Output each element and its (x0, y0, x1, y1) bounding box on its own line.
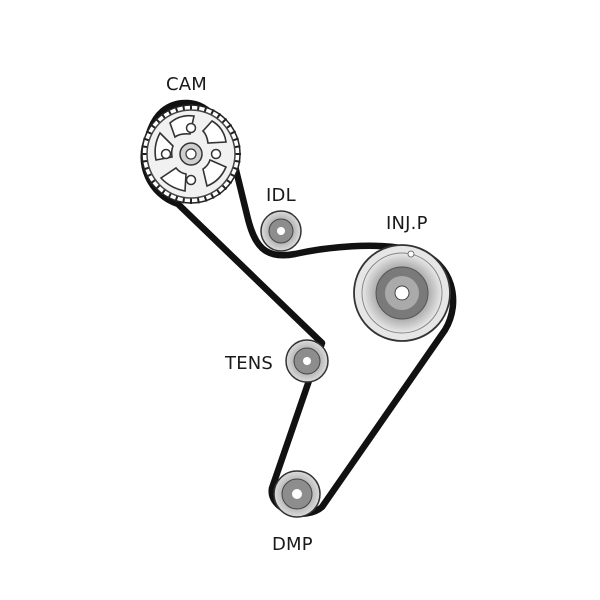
cam-gear-tooth (174, 195, 179, 202)
cam-gear-tooth (226, 123, 233, 129)
cam-gear (141, 104, 241, 204)
cam-gear-tooth (234, 159, 241, 163)
injp-label: INJ.P (386, 213, 428, 234)
cam-label: CAM (166, 74, 207, 95)
injection-pump-pulley (353, 244, 451, 342)
cam-gear-tooth (141, 159, 148, 163)
cam-gear-tooth (210, 192, 215, 200)
cam-gear-tooth (154, 117, 161, 124)
cam-gear-tooth (229, 173, 237, 178)
cam-gear-tooth (174, 106, 179, 113)
cam-gear-tooth (154, 184, 161, 191)
cam-gear-bolts (160, 122, 222, 186)
cam-gear-tooth (232, 137, 239, 142)
cam-gear-tooth (182, 197, 186, 204)
cam-gear-tooth (196, 104, 200, 111)
cam-gear-tooth (143, 166, 150, 171)
cam-gear-tooth (167, 108, 172, 116)
cam-gear-tooth (226, 179, 233, 185)
cam-gear-tooth (232, 166, 239, 171)
cam-gear-tooth (145, 173, 153, 178)
cam-gear-tooth (149, 179, 156, 185)
idler-pulley (260, 210, 302, 252)
cam-gear-tooth (216, 112, 222, 119)
cam-gear-tooth (145, 130, 153, 135)
cam-gear-tooth (149, 123, 156, 129)
cam-gear-tooth (234, 145, 241, 149)
cam-gear-tooth (221, 117, 228, 124)
tensioner-pulley (285, 339, 329, 383)
cam-gear-tooth (203, 195, 208, 202)
tens-label: TENS (224, 353, 273, 374)
cam-gear-tooth (210, 108, 215, 116)
cam-gear-tooth (229, 130, 237, 135)
cam-gear-tooth (196, 197, 200, 204)
cam-gear-teeth (141, 104, 241, 204)
cam-gear-tooth (160, 112, 166, 119)
cam-gear-tooth (160, 189, 166, 196)
damper-pulley (273, 470, 321, 518)
cam-gear-tooth (143, 137, 150, 142)
idl-label: IDL (266, 185, 296, 206)
cam-gear-tooth (216, 189, 222, 196)
cam-gear-tooth (167, 192, 172, 200)
cam-gear-tooth (141, 145, 148, 149)
cam-gear-tooth (203, 106, 208, 113)
cam-gear-tooth (182, 104, 186, 111)
dmp-label: DMP (272, 534, 313, 555)
cam-gear-tooth (221, 184, 228, 191)
